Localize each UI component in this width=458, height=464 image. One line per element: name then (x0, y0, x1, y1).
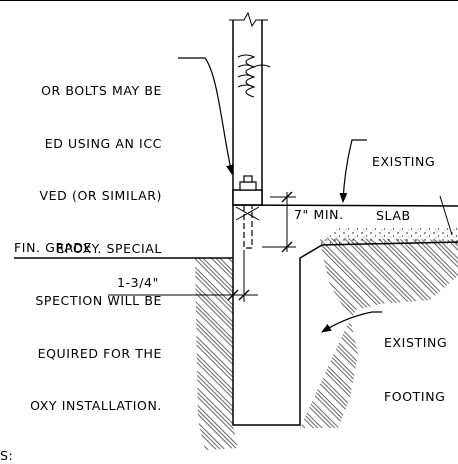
dim-134-tick-1 (227, 289, 239, 301)
epoxy-note-line-1: OR BOLTS MAY BE (41, 83, 162, 98)
epoxy-note-line-5: SPECTION WILL BE (35, 293, 162, 308)
cut-label: S: (0, 448, 14, 463)
wall-break-line (235, 11, 262, 28)
nut (243, 175, 253, 183)
sill-x-2 (235, 206, 260, 221)
existing-slab-label: EXISTING SLAB (372, 117, 435, 243)
slab-break (439, 195, 453, 236)
epoxy-note-line-6: EQUIRED FOR THE (37, 345, 162, 361)
existing-footing-label: EXISTING FOOTING (384, 298, 447, 424)
epoxy-note: OR BOLTS MAY BE ED USING AN ICC VED (OR … (30, 47, 162, 432)
epoxy-note-line-2: ED USING AN ICC (44, 135, 162, 151)
existing-slab-line-1: EXISTING (372, 154, 436, 169)
footing-outline (232, 205, 458, 426)
existing-footing-line-1: EXISTING (384, 335, 448, 350)
concrete-stipple (318, 228, 458, 246)
earth-hatch-right (300, 238, 458, 428)
dim-7-tick-bot (281, 241, 293, 253)
anchor-bolt (243, 205, 253, 249)
existing-slab-line-2: SLAB (376, 208, 411, 223)
existing-footing-line-2: FOOTING (384, 389, 446, 404)
dim-134-tick-2 (238, 289, 250, 301)
leader-slab (339, 139, 367, 203)
epoxy-note-line-4: EPOXY. SPECIAL (56, 240, 162, 256)
earth-hatch-left (195, 258, 238, 450)
leader-footing (321, 311, 382, 333)
leader-epoxy-note (178, 57, 234, 175)
slab-top (232, 204, 458, 207)
epoxy-note-line-7: OXY INSTALLATION. (30, 398, 162, 413)
epoxy-note-line-3: VED (OR SIMILAR) (39, 188, 162, 203)
dim-1-3-4-label: 1-3/4" (117, 275, 159, 290)
dim-7-min-label: 7" MIN. (294, 207, 344, 222)
washer (239, 181, 257, 191)
fin-grade-label: FIN. GRADE (14, 240, 93, 255)
insulation-squiggle (237, 54, 271, 98)
sill-plate (232, 189, 263, 206)
dim-7-tick-top (281, 191, 293, 203)
